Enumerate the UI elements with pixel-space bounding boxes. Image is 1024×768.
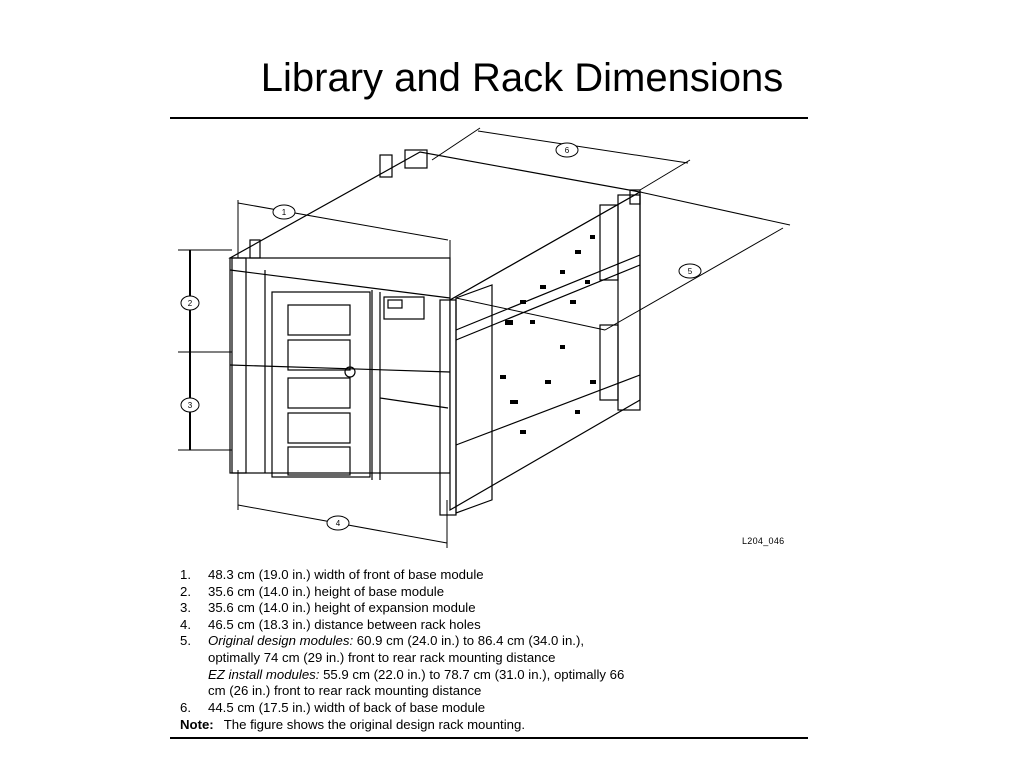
legend-text-segment: optimally 74 cm (29 in.) front to rear r… — [208, 649, 556, 665]
svg-text:4: 4 — [336, 519, 341, 528]
legend-item-line: EZ install modules: 55.9 cm (22.0 in.) t… — [208, 667, 810, 684]
legend-text-segment: 35.6 cm (14.0 in.) height of expansion m… — [208, 600, 476, 616]
library-rack-diagram: 1 2 3 4 5 6 — [178, 127, 791, 548]
operator-panel — [383, 296, 425, 320]
legend-text-segment: 35.6 cm (14.0 in.) height of base module — [208, 583, 445, 599]
note-text: The figure shows the original design rac… — [223, 717, 525, 732]
legend-item-line: 35.6 cm (14.0 in.) height of expansion m… — [208, 600, 810, 617]
rear-rack-rail — [617, 194, 641, 411]
left-rack-rail — [231, 257, 247, 474]
callout-4: 4 — [326, 515, 350, 531]
legend-item-line: optimally 74 cm (29 in.) front to rear r… — [208, 650, 810, 667]
legend-item-number: 6. — [180, 699, 191, 715]
callout-2: 2 — [180, 295, 200, 311]
legend-item-line: 46.5 cm (18.3 in.) distance between rack… — [208, 617, 810, 634]
legend-item-4: 4. 46.5 cm (18.3 in.) distance between ra… — [180, 617, 810, 634]
dimension-legend: 1. 48.3 cm (19.0 in.) width of front of b… — [180, 567, 810, 716]
legend-item-5: 5. Original design modules: 60.9 cm (24.0… — [180, 633, 810, 699]
figure-id: L204_046 — [742, 536, 785, 546]
legend-item-1: 1. 48.3 cm (19.0 in.) width of front of b… — [180, 567, 810, 584]
callout-5: 5 — [678, 263, 702, 279]
legend-item-number: 3. — [180, 600, 191, 616]
note-label: Note: — [180, 717, 214, 732]
legend-item-line: 44.5 cm (17.5 in.) width of back of base… — [208, 700, 810, 717]
legend-item-number: 4. — [180, 616, 191, 632]
legend-text-segment: 60.9 cm (24.0 in.) to 86.4 cm (34.0 in.)… — [353, 633, 585, 649]
legend-text-segment: 44.5 cm (17.5 in.) width of back of base… — [208, 699, 486, 715]
front-door — [271, 291, 371, 478]
legend-item-3: 3. 35.6 cm (14.0 in.) height of expansion… — [180, 600, 810, 617]
bottom-divider — [170, 737, 808, 739]
legend-item-text: 44.5 cm (17.5 in.) width of back of base… — [208, 700, 810, 717]
legend-item-number: 5. — [180, 633, 191, 649]
legend-item-line: 35.6 cm (14.0 in.) height of base module — [208, 584, 810, 601]
legend-item-line: Original design modules: 60.9 cm (24.0 i… — [208, 633, 810, 650]
legend-item-text: Original design modules: 60.9 cm (24.0 i… — [208, 633, 810, 699]
legend-text-segment: EZ install modules: — [208, 666, 320, 682]
legend-text-segment: 46.5 cm (18.3 in.) distance between rack… — [208, 616, 481, 632]
legend-item-2: 2. 35.6 cm (14.0 in.) height of base modu… — [180, 584, 810, 601]
legend-item-number: 1. — [180, 567, 191, 582]
title-divider — [170, 117, 808, 119]
svg-text:5: 5 — [688, 267, 693, 276]
legend-text-segment: Original design modules: — [208, 633, 354, 649]
callout-1: 1 — [272, 204, 296, 220]
legend-text-segment: 55.9 cm (22.0 in.) to 78.7 cm (31.0 in.)… — [319, 666, 625, 682]
callout-6: 6 — [555, 142, 579, 158]
callout-3: 3 — [180, 397, 200, 413]
legend-item-line: 48.3 cm (19.0 in.) width of front of bas… — [208, 567, 810, 584]
legend-item-text: 35.6 cm (14.0 in.) height of base module — [208, 584, 810, 601]
svg-text:3: 3 — [188, 401, 193, 410]
slide-title: Library and Rack Dimensions — [260, 56, 784, 100]
svg-text:1: 1 — [282, 208, 287, 217]
legend-item-text: 35.6 cm (14.0 in.) height of expansion m… — [208, 600, 810, 617]
legend-item-number: 2. — [180, 583, 191, 599]
legend-item-line: cm (26 in.) front to rear rack mounting … — [208, 683, 810, 700]
figure-note: Note: The figure shows the original desig… — [180, 717, 525, 732]
legend-item-6: 6. 44.5 cm (17.5 in.) width of back of ba… — [180, 700, 810, 717]
svg-text:2: 2 — [188, 299, 193, 308]
svg-text:6: 6 — [565, 146, 570, 155]
legend-item-text: 48.3 cm (19.0 in.) width of front of bas… — [208, 567, 810, 584]
legend-text-segment: 48.3 cm (19.0 in.) width of front of bas… — [208, 567, 484, 582]
legend-item-text: 46.5 cm (18.3 in.) distance between rack… — [208, 617, 810, 634]
legend-text-segment: cm (26 in.) front to rear rack mounting … — [208, 683, 482, 699]
